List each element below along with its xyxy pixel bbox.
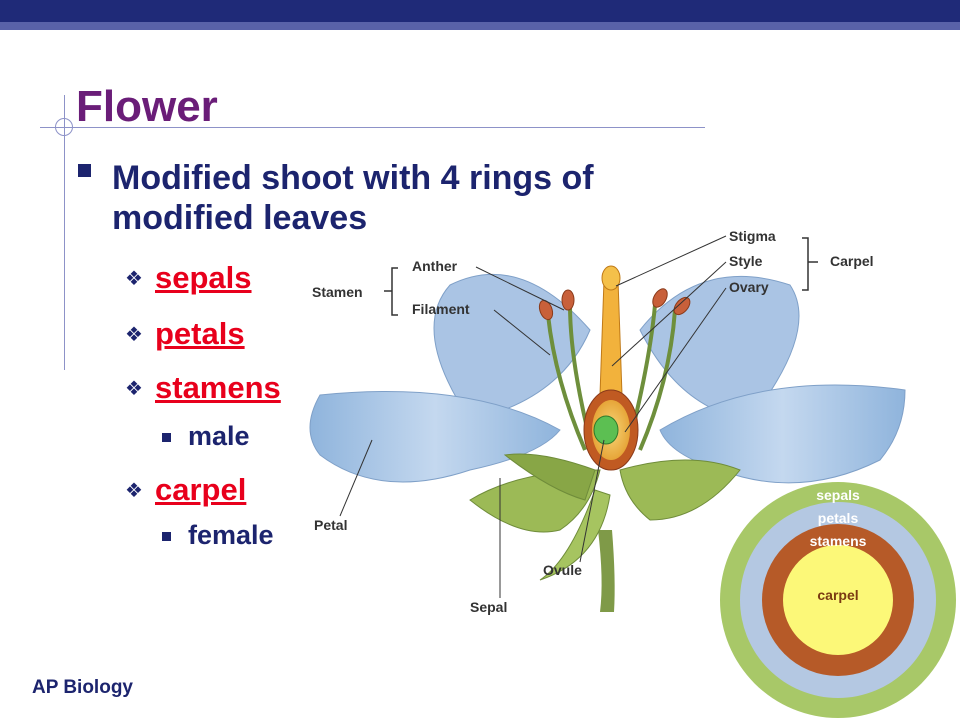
pointer-ovary [624, 287, 727, 433]
small-square-bullet-icon [162, 532, 171, 541]
label-anther: Anther [412, 258, 458, 274]
filament-2 [546, 314, 587, 451]
sepal-right [619, 459, 741, 521]
ring-label-stamens: stamens [810, 533, 867, 549]
label-ovule: Ovule [543, 562, 582, 578]
decorative-vertical-line [64, 95, 65, 370]
ring-label-petals: petals [818, 510, 859, 526]
pointer-stigma [615, 235, 727, 287]
anther-3 [652, 288, 668, 308]
stamen-bracket [384, 267, 398, 316]
main-bullet-text: Modified shoot with 4 rings of modified … [112, 159, 594, 237]
pointer-petal [339, 439, 373, 517]
carpel-stigma [601, 265, 621, 291]
sepals-link[interactable]: sepals [155, 260, 252, 295]
petal-front-left [309, 391, 561, 483]
footer-text: AP Biology [32, 677, 133, 698]
pointer-filament [493, 309, 551, 356]
male-text: male [188, 421, 250, 451]
square-bullet-icon [78, 164, 91, 177]
header-bar-shadow [0, 22, 960, 30]
label-sepal: Sepal [470, 599, 507, 615]
slide-title: Flower [76, 82, 218, 131]
stamens-link[interactable]: stamens [155, 370, 281, 405]
decorative-horizontal-line [40, 127, 705, 128]
ring-carpel [783, 545, 893, 655]
ring-label-carpel: carpel [817, 587, 858, 603]
carpel-style [599, 279, 623, 396]
small-square-bullet-icon [162, 433, 171, 442]
pointer-ovule [579, 439, 605, 563]
ring-label-sepals: sepals [816, 487, 860, 503]
label-style: Style [729, 253, 763, 269]
anther-2 [538, 299, 554, 321]
decorative-crosshair-circle [55, 118, 73, 136]
petals-link[interactable]: petals [155, 316, 245, 351]
flower-stem [598, 530, 615, 612]
pointer-style [611, 261, 727, 367]
label-petal: Petal [314, 517, 347, 533]
ovule [593, 415, 619, 445]
carpel-link[interactable]: carpel [155, 472, 247, 507]
sepal-bottom [539, 489, 611, 581]
anther-1 [561, 289, 575, 311]
filament-4 [638, 309, 677, 451]
label-ovary: Ovary [729, 279, 769, 295]
label-carpel: Carpel [830, 253, 874, 269]
anther-4 [673, 296, 691, 316]
header-bar [0, 0, 960, 22]
pointer-anther [475, 266, 565, 311]
carpel-bracket [802, 237, 818, 291]
female-text: female [188, 520, 274, 550]
label-stigma: Stigma [729, 228, 776, 244]
label-stamen: Stamen [312, 284, 363, 300]
label-filament: Filament [412, 301, 470, 317]
sepal-center-left [503, 453, 596, 501]
